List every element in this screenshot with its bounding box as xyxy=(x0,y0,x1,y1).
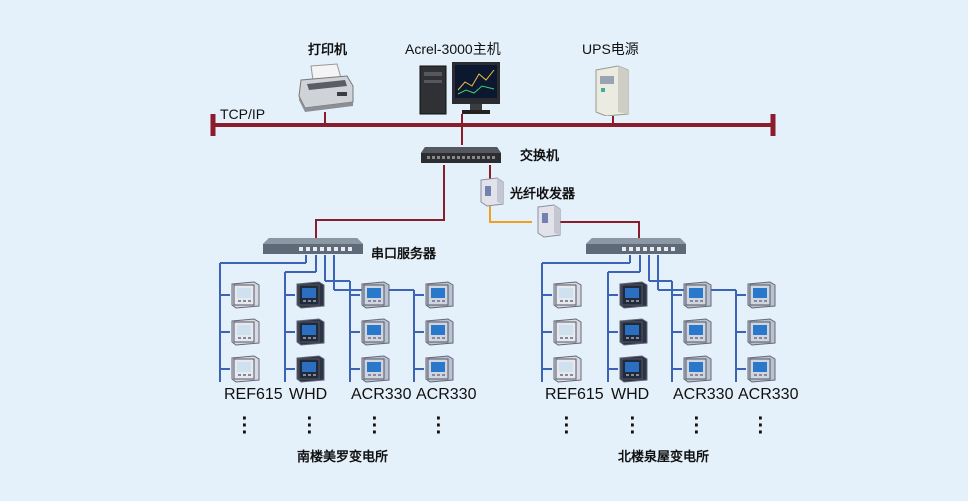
tcpip-label: TCP/IP xyxy=(220,106,266,122)
fiber-to-right-serial xyxy=(560,221,640,240)
ref615-meter-icon xyxy=(552,318,582,346)
acr330-meter-icon xyxy=(360,355,390,383)
left-col2-label: WHD xyxy=(289,386,328,403)
whd-meter-icon xyxy=(618,318,648,346)
acr330-meter-icon xyxy=(424,318,454,346)
continuation-dots: ··· xyxy=(241,408,249,444)
ref615-meter-icon xyxy=(552,281,582,309)
continuation-dots: ··· xyxy=(757,408,765,444)
fiber-link xyxy=(489,205,532,223)
printer-icon xyxy=(298,63,354,112)
whd-meter-icon xyxy=(295,281,325,309)
continuation-dots: ··· xyxy=(563,408,571,444)
right-col4-label: ACR330 xyxy=(738,386,799,403)
host-label: Acrel-3000主机 xyxy=(405,41,501,57)
acr330-meter-icon xyxy=(746,281,776,309)
acr330-meter-icon xyxy=(746,318,776,346)
right-col3-label: ACR330 xyxy=(673,386,734,403)
serial-server-label: 串口服务器 xyxy=(371,246,437,261)
right-col1-label: REF615 xyxy=(545,386,604,403)
acr330-meter-icon xyxy=(424,281,454,309)
ups-label: UPS电源 xyxy=(582,41,639,57)
ups-icon xyxy=(595,65,629,116)
whd-meter-icon xyxy=(295,355,325,383)
right-col2-label: WHD xyxy=(611,386,650,403)
acr330-meter-icon xyxy=(682,355,712,383)
whd-meter-icon xyxy=(618,281,648,309)
fiber-transceiver-label: 光纤收发器 xyxy=(510,186,576,201)
core-switch-icon xyxy=(421,147,501,163)
left-substation-label: 南楼美罗变电所 xyxy=(297,449,389,464)
fiber-transceiver-icon xyxy=(537,204,561,238)
whd-meter-icon xyxy=(618,355,648,383)
switch-label: 交换机 xyxy=(520,148,560,163)
acr330-meter-icon xyxy=(424,355,454,383)
continuation-dots: ··· xyxy=(306,408,314,444)
continuation-dots: ··· xyxy=(693,408,701,444)
right-substation-label: 北楼泉屋变电所 xyxy=(618,449,710,464)
whd-meter-icon xyxy=(295,318,325,346)
acr330-meter-icon xyxy=(682,281,712,309)
acr330-meter-icon xyxy=(360,281,390,309)
acr330-meter-icon xyxy=(682,318,712,346)
serial-server-icon xyxy=(586,238,686,254)
printer-label: 打印机 xyxy=(308,42,348,57)
acr330-meter-icon xyxy=(746,355,776,383)
left-col4-label: ACR330 xyxy=(416,386,477,403)
left-col1-label: REF615 xyxy=(224,386,283,403)
serial-server-icon xyxy=(263,238,363,254)
ref615-meter-icon xyxy=(230,281,260,309)
ref615-meter-icon xyxy=(552,355,582,383)
acr330-meter-icon xyxy=(360,318,390,346)
continuation-dots: ··· xyxy=(629,408,637,444)
continuation-dots: ··· xyxy=(435,408,443,444)
ref615-meter-icon xyxy=(230,318,260,346)
switch-to-left-serial xyxy=(315,165,445,240)
left-col3-label: ACR330 xyxy=(351,386,412,403)
fiber-transceiver-icon xyxy=(480,177,504,207)
ref615-meter-icon xyxy=(230,355,260,383)
continuation-dots: ··· xyxy=(371,408,379,444)
host-computer-icon xyxy=(419,62,500,115)
